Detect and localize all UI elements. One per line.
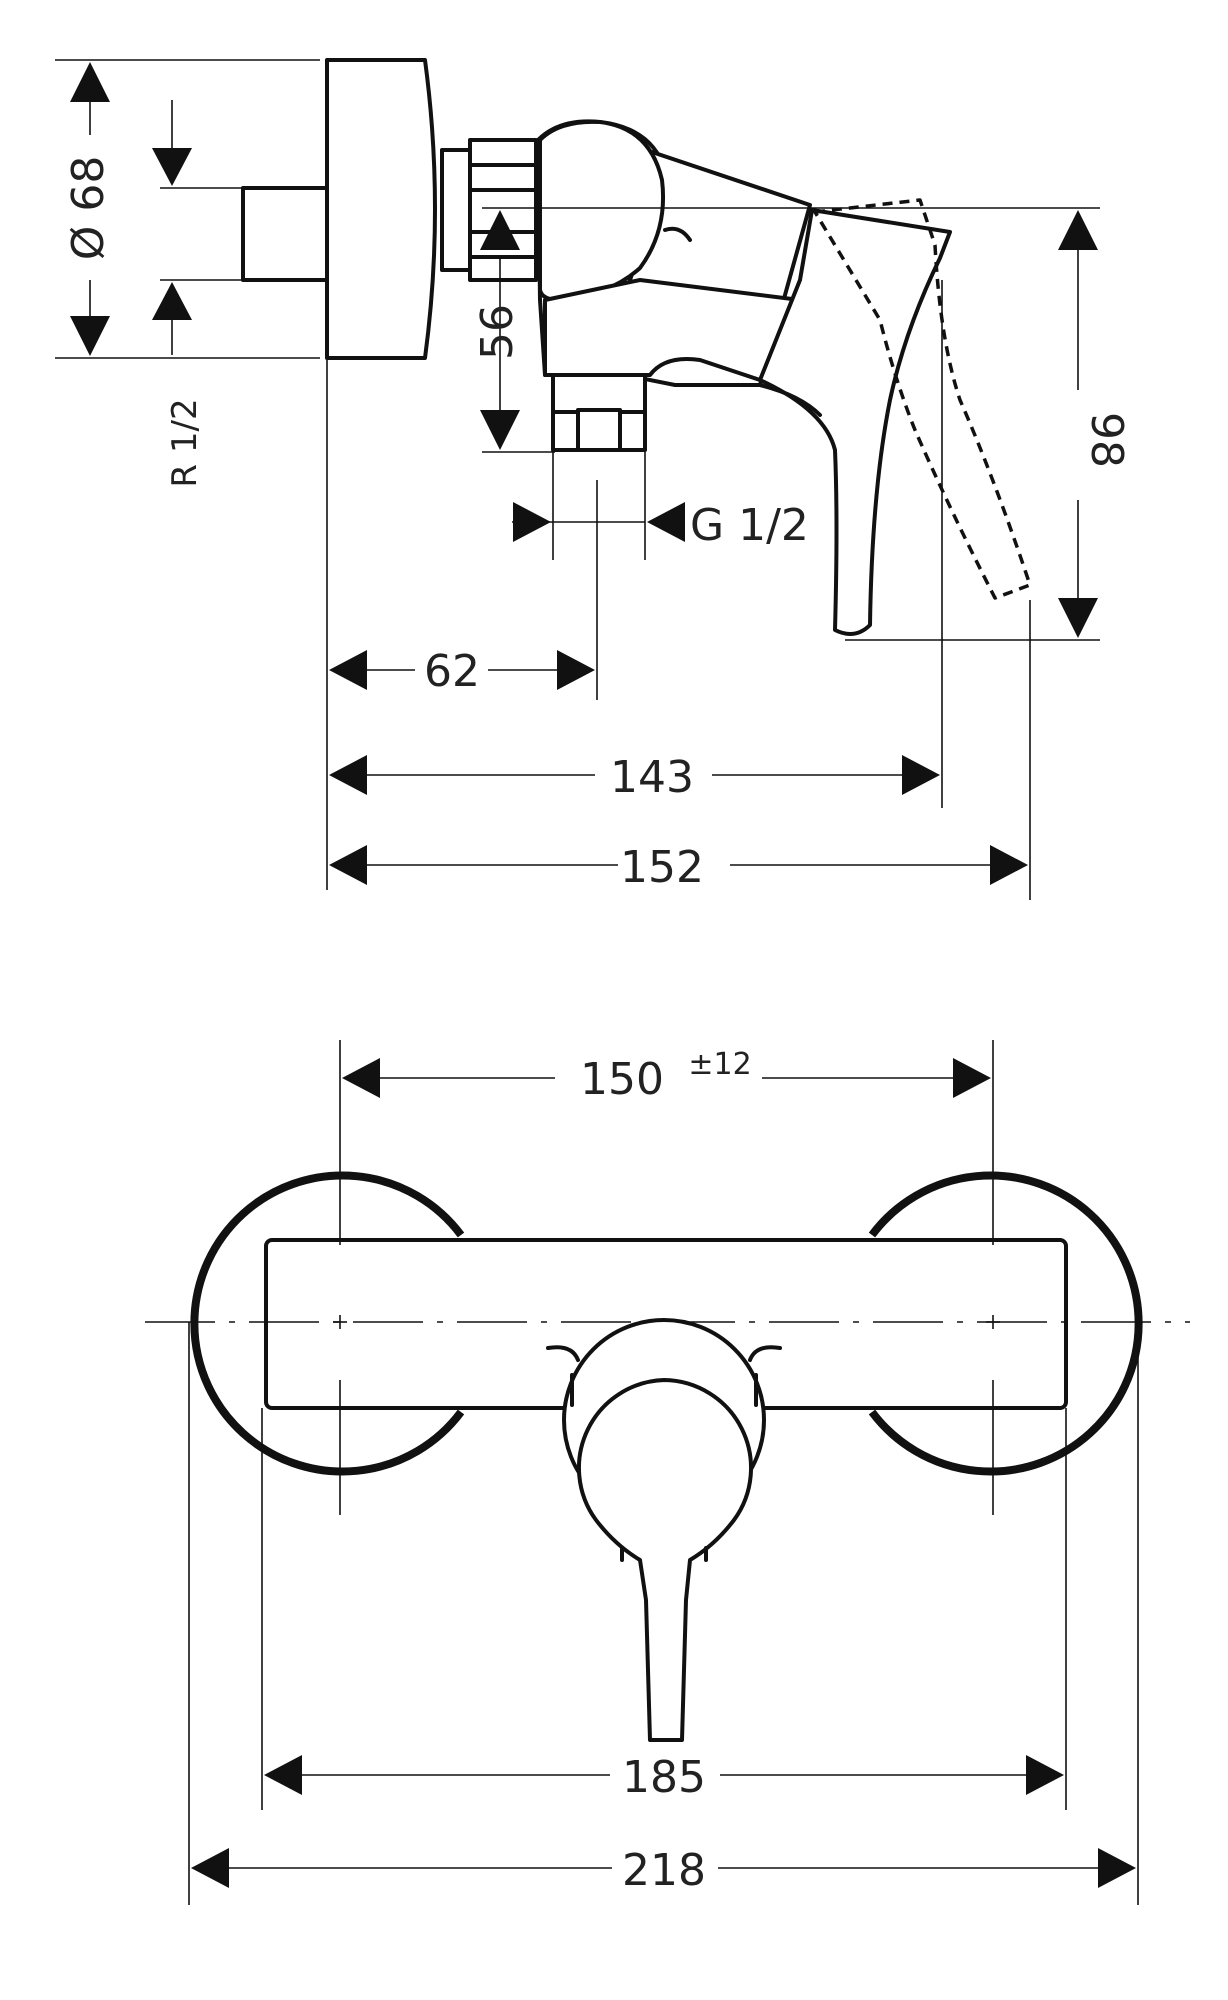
- dim-depth-total: 152: [329, 842, 1028, 893]
- outlet-hex: [551, 373, 647, 452]
- dim-body-width: 185: [264, 1752, 1064, 1803]
- dim-outlet-thread: G 1/2: [512, 452, 809, 560]
- dim-center-tolerance-label: ±12: [688, 1047, 751, 1082]
- dim-flange-diameter-label: Ø 68: [63, 156, 114, 261]
- dim-total-width-label: 218: [622, 1845, 706, 1896]
- lever-open-position: [813, 198, 1032, 600]
- lever-front: [576, 1378, 753, 1742]
- lever-detail: [758, 383, 822, 417]
- wall-flange: [325, 58, 437, 360]
- dim-outlet-thread-label: G 1/2: [690, 500, 809, 551]
- front-view: 150 ±12: [145, 1040, 1190, 1905]
- dim-body-width-label: 185: [622, 1752, 706, 1803]
- side-view: Ø 68 R 1/2: [55, 58, 1132, 900]
- dim-depth-body-label: 143: [610, 752, 694, 803]
- dim-thread-inlet-label: R 1/2: [165, 398, 205, 487]
- dim-center-distance: 150 ±12: [339, 1040, 994, 1135]
- lever: [758, 208, 952, 636]
- dim-flange-diameter: Ø 68: [63, 62, 114, 356]
- dim-lever-height-label: 98: [1081, 412, 1132, 468]
- dim-height-outlet: 56: [472, 207, 1100, 453]
- dim-depth-body: 143: [329, 752, 940, 803]
- dim-height-outlet-label: 56: [472, 304, 523, 360]
- connection-nut: [440, 138, 538, 282]
- dim-thread-inlet: R 1/2: [152, 100, 205, 488]
- dome-detail: [663, 226, 692, 242]
- dim-lever-height: 98: [845, 210, 1132, 641]
- center-mark-left: [333, 1315, 347, 1329]
- dim-outlet-depth-label: 62: [424, 646, 480, 697]
- left-wall-rosette: [190, 1171, 465, 1476]
- center-mark-right: [986, 1315, 1000, 1329]
- ring-detail: [748, 1345, 782, 1362]
- inlet-nipple: [241, 186, 329, 282]
- dim-center-distance-label: 150: [580, 1054, 664, 1105]
- dim-depth-total-label: 152: [620, 842, 704, 893]
- ring-detail: [546, 1345, 580, 1362]
- dim-total-width: 218: [191, 1845, 1136, 1896]
- dim-outlet-depth: 62: [329, 646, 595, 697]
